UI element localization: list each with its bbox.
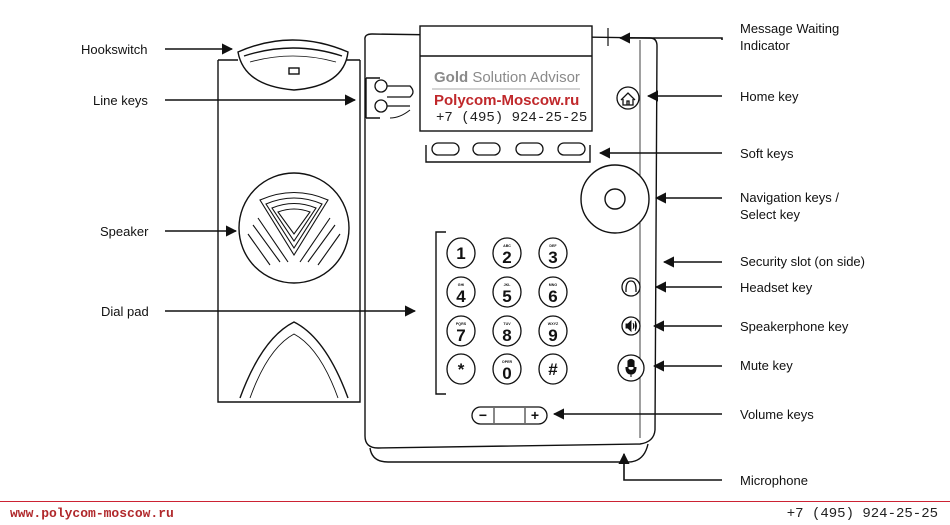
dial-key-digit: 0	[502, 364, 511, 383]
dial-key-letters: DEF	[549, 244, 557, 248]
soft-keys[interactable]	[431, 142, 586, 156]
dial-key-hash[interactable]: #	[538, 353, 568, 385]
line-key-2[interactable]	[374, 99, 388, 113]
dial-key-1[interactable]: 1	[446, 237, 476, 269]
dial-key-digit: *	[458, 360, 465, 379]
partner-bold: Gold	[434, 69, 468, 86]
line-keys[interactable]	[374, 79, 414, 113]
soft-key-2[interactable]	[472, 142, 501, 156]
dial-key-letters: MNO	[549, 283, 558, 287]
label-mute-key: Mute key	[740, 358, 793, 373]
footer-phone: +7 (495) 924-25-25	[786, 506, 938, 522]
volume-down-button[interactable]: −	[479, 407, 487, 423]
dial-key-digit: 9	[548, 326, 557, 345]
soft-key-4[interactable]	[557, 142, 586, 156]
soft-key-3[interactable]	[515, 142, 544, 156]
line-key-1[interactable]	[374, 79, 388, 93]
label-mwi-2: Indicator	[740, 38, 791, 53]
dial-key-digit: 8	[502, 326, 511, 345]
soft-key-1[interactable]	[431, 142, 460, 156]
label-hookswitch: Hookswitch	[81, 42, 147, 57]
label-microphone: Microphone	[740, 473, 808, 488]
label-headset-key: Headset key	[740, 280, 813, 295]
label-security-slot: Security slot (on side)	[740, 254, 865, 269]
label-line-keys: Line keys	[93, 93, 148, 108]
label-speaker: Speaker	[100, 224, 149, 239]
speaker-icon	[625, 319, 637, 333]
dial-key-digit: 6	[548, 287, 557, 306]
handset	[217, 39, 361, 403]
volume-keys[interactable]: − +	[471, 406, 548, 425]
label-nav-2: Select key	[740, 207, 800, 222]
navigation-keys[interactable]	[580, 164, 650, 234]
label-nav-1: Navigation keys /	[740, 190, 839, 205]
home-key[interactable]	[616, 86, 640, 110]
callout-arrows	[165, 32, 723, 481]
label-soft-keys: Soft keys	[740, 146, 794, 161]
headset-icon	[625, 280, 637, 292]
select-key[interactable]	[604, 188, 626, 210]
dial-key-digit: 1	[456, 244, 465, 263]
dial-key-digit: 2	[502, 248, 511, 267]
dial-key-digit: 3	[548, 248, 557, 267]
callout-labels: Hookswitch Line keys Speaker Dial pad Me…	[81, 21, 865, 488]
dial-key-letters: GHI	[458, 283, 464, 287]
dial-key-letters: TUV	[503, 322, 511, 326]
label-dial-pad: Dial pad	[101, 304, 149, 319]
dial-key-digit: #	[548, 360, 558, 379]
dial-key-letters: WXYZ	[548, 322, 559, 326]
footer-divider	[0, 501, 950, 502]
label-mwi-1: Message Waiting	[740, 21, 839, 36]
screen-phone: +7 (495) 924-25-25	[436, 110, 587, 126]
dial-key-digit: 7	[456, 326, 465, 345]
dial-key-digit: 5	[502, 287, 511, 306]
dial-key-letters: OPER	[502, 360, 513, 364]
screen-content: Gold Solution Advisor Polycom-Moscow.ru …	[432, 69, 587, 126]
dial-key-letters: ABC	[503, 244, 511, 248]
home-icon	[620, 92, 636, 106]
svg-text:Gold Solution Advisor: Gold Solution Advisor	[434, 69, 580, 86]
label-home-key: Home key	[740, 89, 799, 104]
mute-key[interactable]	[617, 354, 645, 382]
phone-base	[364, 25, 658, 463]
dial-key-letters: JKL	[504, 283, 512, 287]
dial-key-letters: PQRS	[456, 322, 467, 326]
speaker-grille	[238, 172, 350, 284]
label-volume-keys: Volume keys	[740, 407, 814, 422]
footer-website[interactable]: www.polycom-moscow.ru	[10, 506, 174, 521]
volume-up-button[interactable]: +	[531, 407, 539, 423]
hookswitch	[237, 39, 349, 91]
partner-rest: Solution Advisor	[468, 69, 580, 86]
dial-key-digit: 4	[456, 287, 466, 306]
dial-key-star[interactable]: *	[446, 353, 476, 385]
mute-icon	[625, 358, 637, 377]
label-speakerphone-key: Speakerphone key	[740, 319, 849, 334]
headset-key[interactable]	[621, 277, 641, 297]
lcd-screen	[419, 25, 593, 132]
speakerphone-key[interactable]	[621, 316, 641, 336]
screen-site: Polycom-Moscow.ru	[434, 92, 579, 109]
